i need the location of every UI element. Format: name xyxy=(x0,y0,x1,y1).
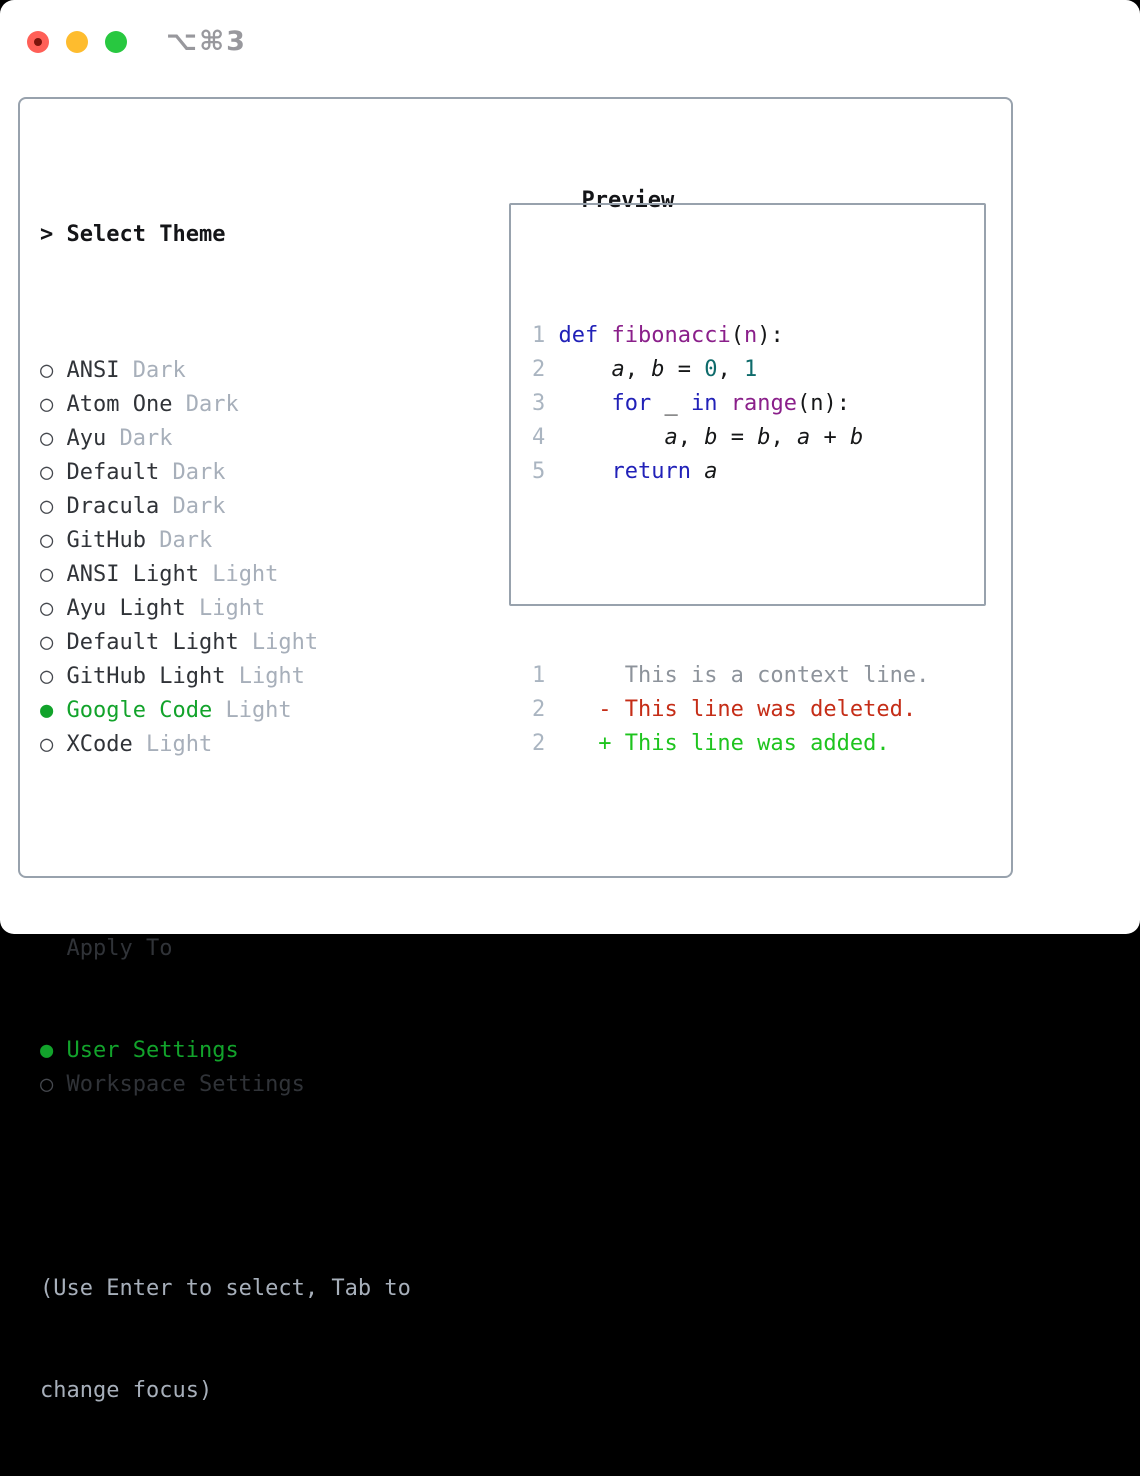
minimize-button-icon[interactable] xyxy=(66,31,88,53)
zoom-button-icon[interactable] xyxy=(105,31,127,53)
code-line: 4 a, b = b, a + b xyxy=(532,421,984,455)
theme-variant: Dark xyxy=(159,494,225,519)
radio-icon: ○ xyxy=(40,528,67,553)
hint-line-1: (Use Enter to select, Tab to xyxy=(40,1272,411,1306)
theme-name: GitHub xyxy=(67,528,146,553)
theme-variant: Dark xyxy=(159,460,225,485)
select-theme-header: > Select Theme xyxy=(40,218,411,252)
apply-option-label: User Settings xyxy=(67,1038,239,1063)
spacer xyxy=(40,830,411,864)
theme-name: XCode xyxy=(67,732,133,757)
theme-option-ansi[interactable]: ○ ANSI Dark xyxy=(40,354,411,388)
theme-option-atom-one[interactable]: ○ Atom One Dark xyxy=(40,388,411,422)
radio-icon: ○ xyxy=(40,664,67,689)
theme-option-ayu[interactable]: ○ Ayu Dark xyxy=(40,422,411,456)
theme-variant: Dark xyxy=(172,392,238,417)
app-window: ⌥⌘3 > Select Theme ○ ANSI Dark○ Atom One… xyxy=(0,0,1140,934)
theme-option-default-light[interactable]: ○ Default Light Light xyxy=(40,626,411,660)
apply-option-label: Workspace Settings xyxy=(67,1072,305,1097)
theme-name: Google Code xyxy=(67,698,213,723)
code-line: 1 def fibonacci(n): xyxy=(532,319,984,353)
code-line: 5 return a xyxy=(532,455,984,489)
apply-to-title: Apply To xyxy=(67,936,173,961)
radio-icon: ○ xyxy=(40,562,67,587)
theme-variant: Light xyxy=(199,562,278,587)
theme-option-ayu-light[interactable]: ○ Ayu Light Light xyxy=(40,592,411,626)
radio-icon: ● xyxy=(40,698,67,723)
theme-variant: Light xyxy=(186,596,265,621)
theme-variant: Light xyxy=(225,664,304,689)
theme-option-default[interactable]: ○ Default Dark xyxy=(40,456,411,490)
titlebar: ⌥⌘3 xyxy=(27,26,247,57)
theme-option-dracula[interactable]: ○ Dracula Dark xyxy=(40,490,411,524)
theme-name: Default Light xyxy=(67,630,239,655)
radio-icon: ○ xyxy=(40,732,67,757)
diff-line-add: 2 + This line was added. xyxy=(532,727,984,761)
radio-icon: ○ xyxy=(40,426,67,451)
theme-variant: Dark xyxy=(119,358,185,383)
apply-option-user-settings[interactable]: ● User Settings xyxy=(40,1034,411,1068)
diff-line-del: 2 - This line was deleted. xyxy=(532,693,984,727)
theme-option-github[interactable]: ○ GitHub Dark xyxy=(40,524,411,558)
theme-name: Dracula xyxy=(67,494,160,519)
apply-option-workspace-settings[interactable]: ○ Workspace Settings xyxy=(40,1068,411,1102)
radio-icon: ○ xyxy=(40,494,67,519)
theme-variant: Dark xyxy=(106,426,172,451)
spacer xyxy=(40,1170,411,1204)
theme-option-github-light[interactable]: ○ GitHub Light Light xyxy=(40,660,411,694)
theme-name: Atom One xyxy=(67,392,173,417)
theme-name: GitHub Light xyxy=(67,664,226,689)
radio-icon: ○ xyxy=(40,358,67,383)
radio-icon: ○ xyxy=(40,630,67,655)
theme-variant: Light xyxy=(239,630,318,655)
theme-option-google-code[interactable]: ● Google Code Light xyxy=(40,694,411,728)
theme-name: Default xyxy=(67,460,160,485)
theme-variant: Light xyxy=(212,698,291,723)
theme-name: Ayu Light xyxy=(67,596,186,621)
prompt-icon: > xyxy=(40,222,67,247)
theme-list: > Select Theme ○ ANSI Dark○ Atom One Dar… xyxy=(40,150,411,1476)
theme-name: Ayu xyxy=(67,426,107,451)
select-theme-title: Select Theme xyxy=(67,222,226,247)
apply-to-header: Apply To xyxy=(40,932,411,966)
code-line: 3 for _ in range(n): xyxy=(532,387,984,421)
close-button-icon[interactable] xyxy=(27,31,49,53)
code-line: 2 a, b = 0, 1 xyxy=(532,353,984,387)
theme-name: ANSI Light xyxy=(67,562,199,587)
diff-line-ctx: 1 This is a context line. xyxy=(532,659,984,693)
radio-icon: ○ xyxy=(40,596,67,621)
spacer xyxy=(532,557,984,591)
theme-option-ansi-light[interactable]: ○ ANSI Light Light xyxy=(40,558,411,592)
theme-variant: Light xyxy=(133,732,212,757)
theme-selector-panel: > Select Theme ○ ANSI Dark○ Atom One Dar… xyxy=(18,97,1013,878)
radio-icon: ○ xyxy=(40,460,67,485)
theme-name: ANSI xyxy=(67,358,120,383)
theme-variant: Dark xyxy=(146,528,212,553)
radio-icon: ○ xyxy=(40,392,67,417)
hint-line-2: change focus) xyxy=(40,1374,411,1408)
window-shortcut-label: ⌥⌘3 xyxy=(166,26,247,57)
radio-icon: ○ xyxy=(40,1072,67,1097)
theme-option-xcode[interactable]: ○ XCode Light xyxy=(40,728,411,762)
radio-icon: ● xyxy=(40,1038,67,1063)
